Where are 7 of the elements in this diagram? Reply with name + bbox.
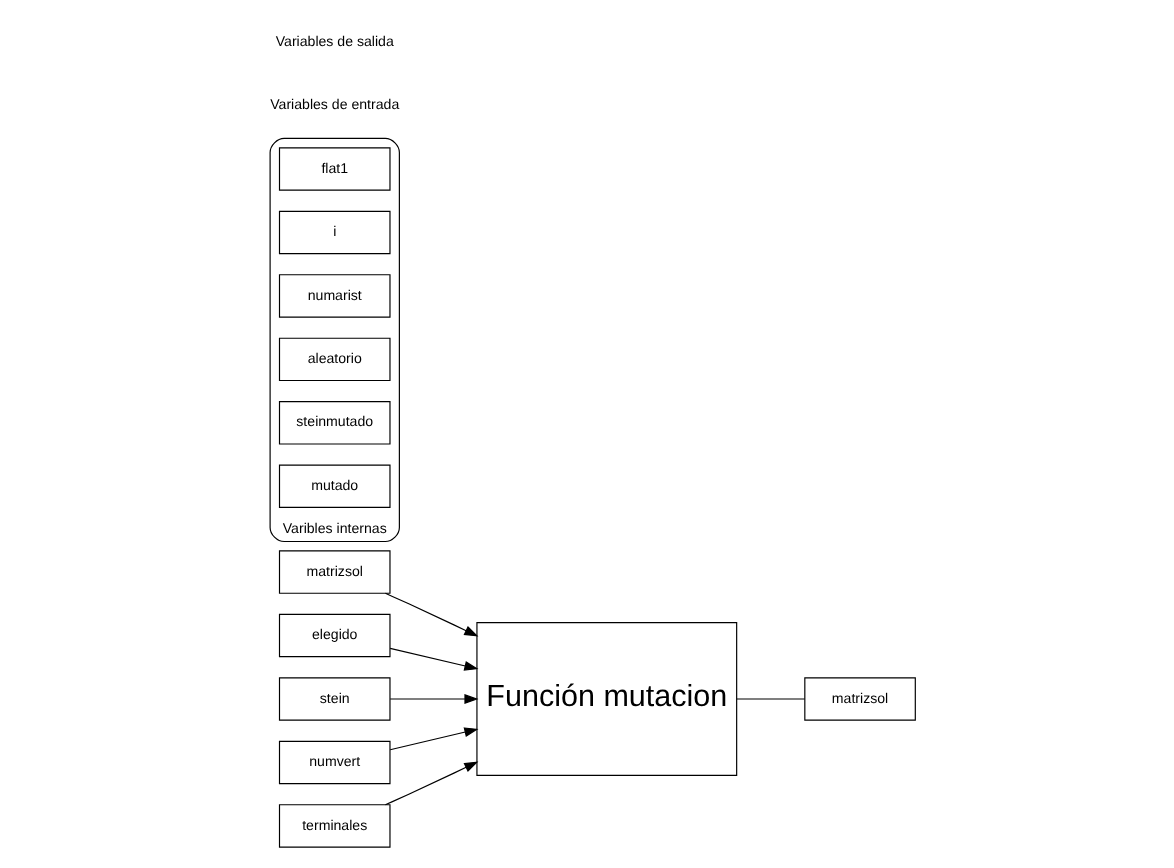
arrow — [388, 727, 478, 751]
arrow — [383, 592, 478, 637]
node-box: Función mutacion — [475, 622, 737, 776]
arrow — [383, 761, 478, 806]
connector — [735, 698, 805, 700]
arrow — [388, 694, 478, 704]
arrow — [388, 647, 478, 671]
